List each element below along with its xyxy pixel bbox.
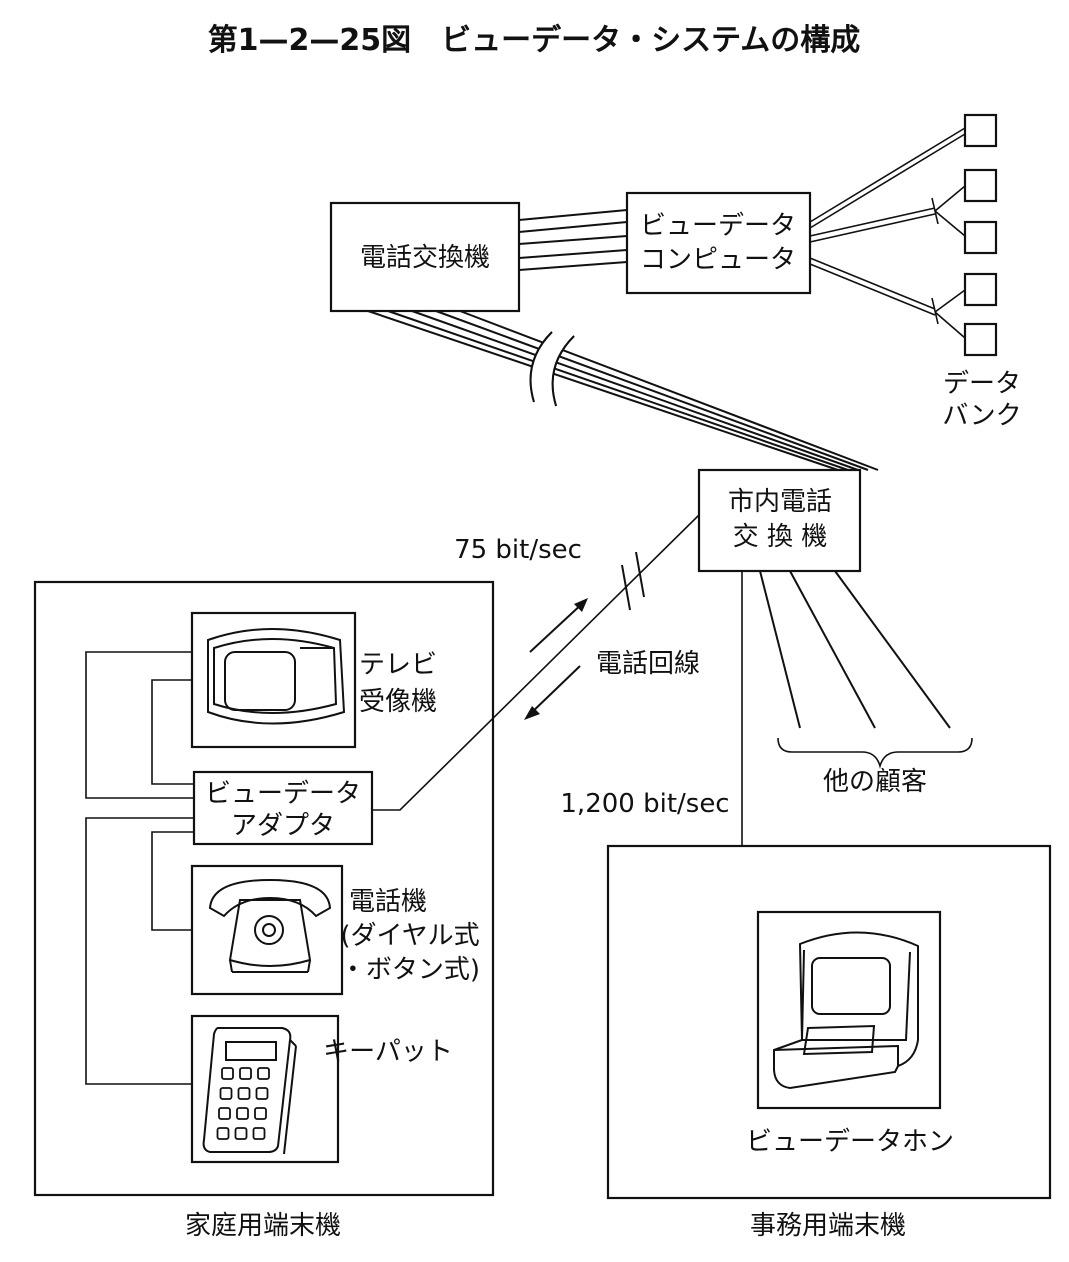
phone-label-1: 電話機 — [349, 887, 427, 917]
keypad-key — [255, 1087, 269, 1100]
databank-units — [963, 113, 998, 357]
local-exchange-label-1: 市内電話 — [728, 487, 832, 517]
data-direction-arrows — [524, 598, 588, 720]
subscriber-line-break — [621, 551, 645, 611]
office-terminal-label: 事務用端末機 — [750, 1211, 906, 1241]
viewdata-computer-label-1: ビューデータ — [640, 211, 796, 241]
telephone-icon — [208, 878, 332, 973]
phone-line-label: 電話回線 — [596, 649, 700, 679]
keypad-key — [221, 1067, 234, 1080]
databank-label-2: バンク — [942, 401, 1021, 431]
viewdata-computer-label-2: コンピュータ — [640, 245, 796, 275]
viewdataphone-icon — [773, 931, 919, 1090]
keypad-key — [234, 1127, 248, 1140]
keypad-key — [216, 1127, 230, 1140]
adapter-label-1: ビューデータ — [205, 779, 361, 809]
adapter-box — [192, 770, 374, 846]
other-customers-label: 他の顧客 — [823, 767, 927, 797]
phone-label-2: (ダイヤル式 — [340, 921, 479, 951]
other-customers-brace — [777, 737, 973, 769]
home-wiring — [85, 651, 194, 1085]
phone-label-3: ・ボタン式) — [340, 955, 480, 985]
tv-label-1: テレビ — [359, 650, 437, 680]
other-customer-lines — [759, 570, 951, 729]
figure-title: 第1—2—25図 ビューデータ・システムの構成 — [208, 23, 861, 58]
telephone-exchange-label: 電話交換機 — [360, 243, 490, 273]
viewdata-computer-box — [625, 191, 812, 295]
keypad-icon — [202, 1027, 297, 1155]
keypad-key — [252, 1127, 266, 1140]
computer-databank-links — [809, 127, 966, 339]
trunk-break-mask — [529, 331, 575, 407]
local-exchange-box — [697, 468, 862, 573]
tv-icon — [207, 628, 346, 725]
keypad-key — [237, 1087, 251, 1100]
phone-box — [190, 864, 344, 996]
keypad-key — [257, 1067, 270, 1080]
adapter-label-2: アダプタ — [231, 811, 335, 841]
keypad-key — [219, 1087, 233, 1100]
tv-label-2: 受像機 — [359, 687, 437, 717]
viewdataphone-label: ビューデータホン — [746, 1127, 954, 1157]
upstream-speed-label: 75 bit/sec — [454, 535, 582, 565]
exchange-computer-trunk — [518, 209, 628, 271]
downstream-speed-label: 1,200 bit/sec — [560, 789, 729, 819]
databank-label-1: データ — [943, 369, 1021, 399]
keypad-key — [254, 1107, 267, 1120]
tv-box — [190, 611, 357, 749]
viewdataphone-box — [756, 910, 942, 1110]
local-exchange-label-2: 交 換 機 — [733, 522, 828, 552]
long-distance-trunk — [367, 310, 879, 471]
keypad-key — [218, 1107, 231, 1120]
home-terminal-label: 家庭用端末機 — [185, 1211, 341, 1241]
keypad-label: キーパット — [323, 1037, 453, 1067]
subscriber-line — [372, 514, 700, 811]
keypad-key — [239, 1067, 252, 1080]
keypad-key — [236, 1107, 249, 1120]
telephone-exchange-box — [329, 201, 521, 313]
